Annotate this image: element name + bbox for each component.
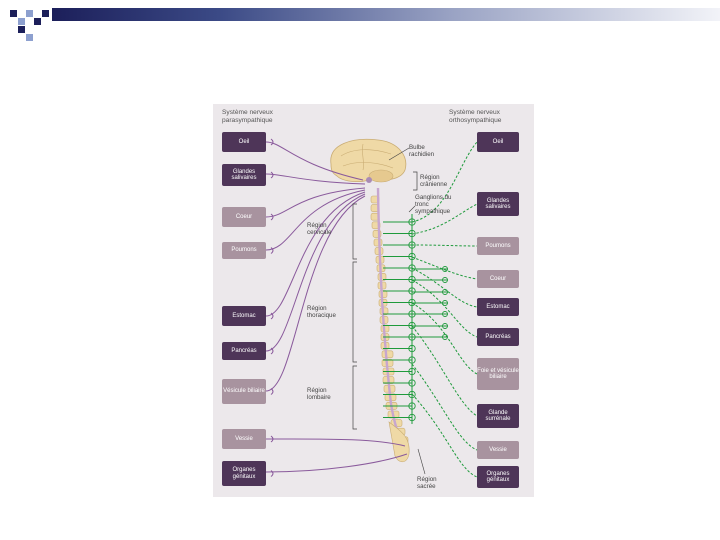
- orthosympathetic-pathways: [383, 141, 478, 478]
- spinal-cord: [376, 187, 409, 457]
- sacrum: [388, 421, 410, 463]
- synapse-mark: [270, 171, 274, 179]
- brain-illustration: [330, 138, 407, 183]
- synapse-mark: [270, 470, 274, 477]
- header-square: [18, 26, 25, 33]
- parasympathetic-nerve: [265, 141, 364, 181]
- right-organ-box: Glandes salivaires: [477, 192, 519, 216]
- spinal-column: [370, 187, 410, 463]
- left-organ-box: Estomac: [222, 306, 266, 326]
- parasympathetic-nerve: [265, 195, 366, 392]
- orthosympathetic-nerve: [411, 203, 478, 235]
- header-square: [26, 34, 33, 41]
- collateral-ganglion: [442, 289, 448, 295]
- nervous-system-diagram: Système nerveux parasympathique Système …: [213, 104, 534, 497]
- synapse-mark: [270, 312, 274, 320]
- left-organ-box: Glandes salivaires: [222, 164, 266, 186]
- orthosympathetic-nerve: [411, 256, 478, 280]
- orthosympathetic-nerve: [411, 244, 478, 247]
- label-ganglions: Ganglions du tronc sympathique: [415, 194, 452, 215]
- label-bulbe-rachidien: Bulbe rachidien: [409, 144, 435, 158]
- left-organ-box: Poumons: [222, 242, 266, 259]
- left-organ-box: Coeur: [222, 207, 266, 227]
- right-organ-box: Foie et vésicule biliaire: [477, 358, 519, 390]
- parasympathetic-nerve: [265, 453, 408, 473]
- collateral-ganglion: [442, 300, 448, 306]
- label-region-cranienne: Région crânienne: [420, 174, 448, 188]
- right-organ-box: Coeur: [477, 270, 519, 288]
- synapse-mark: [270, 388, 274, 395]
- orthosympathetic-nerve: [411, 363, 478, 451]
- slide-header-decoration: [0, 0, 720, 48]
- orthosympathetic-nerve: [411, 302, 478, 375]
- parasympathetic-pathways: [265, 138, 408, 477]
- parasympathetic-nerve: [265, 173, 366, 185]
- diagram-graphics: [265, 138, 478, 478]
- parasympathetic-nerve: [265, 193, 366, 352]
- orthosympathetic-header: Système nerveux orthosympathique: [449, 109, 502, 124]
- collateral-ganglion: [442, 266, 448, 272]
- header-square: [26, 10, 33, 17]
- header-square: [18, 18, 25, 25]
- header-square: [10, 10, 17, 17]
- left-organ-box: Pancréas: [222, 342, 266, 360]
- left-organ-box: Organes génitaux: [222, 461, 266, 486]
- orthosympathetic-nerve: [411, 141, 478, 223]
- synapse-mark: [270, 435, 274, 443]
- right-organ-box: Oeil: [477, 132, 519, 152]
- right-organ-box: Pancréas: [477, 328, 519, 346]
- right-organ-box: Organes génitaux: [477, 466, 519, 488]
- synapse-mark: [270, 213, 274, 221]
- collateral-ganglion: [442, 323, 448, 329]
- region-brackets: [352, 147, 426, 475]
- header-square: [42, 10, 49, 17]
- header-square: [34, 18, 41, 25]
- synapse-mark: [270, 247, 274, 254]
- parasympathetic-nerve: [265, 191, 366, 317]
- collateral-ganglion: [442, 334, 448, 340]
- parasympathetic-nerve: [265, 438, 406, 447]
- parasympathetic-nerve: [265, 189, 366, 251]
- right-organ-box: Vessie: [477, 441, 519, 459]
- synapse-mark: [270, 347, 274, 355]
- right-organ-box: Estomac: [477, 298, 519, 316]
- orthosympathetic-nerve: [411, 393, 478, 478]
- label-region-sacree: Région sacrée: [417, 476, 437, 490]
- parasympathetic-header: Système nerveux parasympathique: [222, 109, 273, 124]
- left-organ-box: Oeil: [222, 132, 266, 152]
- collateral-ganglion: [442, 311, 448, 317]
- header-gradient-bar: [52, 8, 720, 21]
- orthosympathetic-nerve: [411, 267, 478, 308]
- orthosympathetic-nerve: [411, 325, 478, 417]
- label-region-thoracique: Région thoracique: [307, 305, 336, 319]
- label-region-lombaire: Région lombaire: [307, 387, 331, 401]
- left-organ-box: Vessie: [222, 429, 266, 449]
- right-organ-box: Poumons: [477, 237, 519, 255]
- vertebra: [373, 238, 383, 247]
- synapse-mark: [270, 138, 274, 146]
- collateral-ganglion: [442, 277, 448, 283]
- left-organ-box: Vésicule biliaire: [222, 379, 266, 404]
- right-organ-box: Glande surrénale: [477, 404, 519, 428]
- vertebra: [381, 350, 394, 359]
- label-region-cervicale: Région cervicale: [307, 222, 332, 236]
